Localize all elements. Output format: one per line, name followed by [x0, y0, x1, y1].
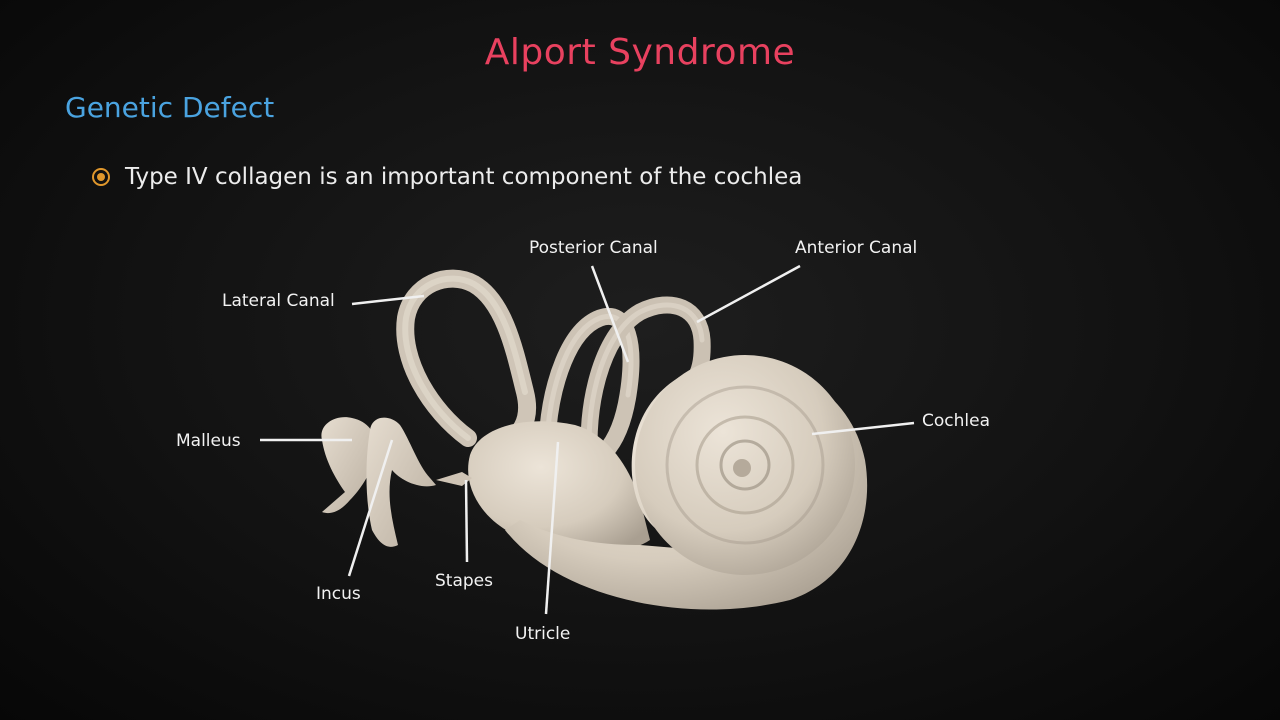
- stapes-label: Stapes: [435, 571, 493, 591]
- bullet-item: Type IV collagen is an important compone…: [92, 164, 802, 190]
- incus-shape: [366, 417, 436, 547]
- anterior-canal-label: Anterior Canal: [795, 238, 918, 258]
- utricle-label: Utricle: [515, 624, 571, 644]
- cochlea-shape: [505, 355, 868, 610]
- section-heading: Genetic Defect: [65, 91, 275, 124]
- anterior-canal-shape: [580, 296, 711, 471]
- label-leader-lines: [260, 264, 915, 615]
- bullet-circle-icon: [92, 168, 110, 186]
- slide-title: Alport Syndrome: [484, 32, 796, 73]
- incus-label: Incus: [316, 584, 361, 604]
- lateral-canal-shape: [396, 269, 536, 449]
- malleus-label: Malleus: [176, 431, 241, 451]
- utricle-shape: [468, 421, 650, 553]
- stapes-shape: [436, 472, 472, 486]
- posterior-canal-label: Posterior Canal: [529, 238, 658, 258]
- lateral-canal-label: Lateral Canal: [222, 291, 335, 311]
- bullet-text: Type IV collagen is an important compone…: [125, 164, 803, 190]
- cochlea-label: Cochlea: [922, 411, 990, 431]
